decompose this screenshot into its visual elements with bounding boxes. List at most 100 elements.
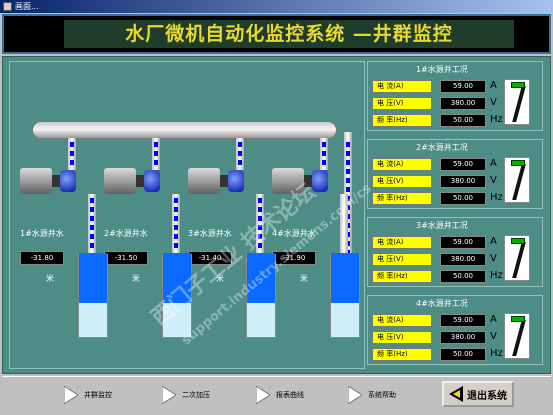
well-unit-2: 米 bbox=[132, 274, 140, 283]
app-icon bbox=[3, 2, 12, 11]
voltage-label: 电 压(V) bbox=[372, 175, 432, 188]
well-level-3: -31.40 bbox=[188, 251, 232, 265]
well-status-card-1: 1#水源井工况 电 流(A) 59.00 A 电 压(V) 380.00 V 频 率(H… bbox=[367, 61, 543, 131]
frequency-unit: Hz bbox=[490, 192, 503, 203]
well-label-3: 3#水源井水 bbox=[188, 229, 232, 238]
motor-icon bbox=[104, 168, 136, 194]
voltage-label: 电 压(V) bbox=[372, 331, 432, 344]
current-unit: A bbox=[490, 314, 497, 325]
pump-2[interactable] bbox=[104, 167, 164, 195]
well-pipe-4 bbox=[340, 194, 348, 254]
current-value: 59.00 bbox=[440, 236, 486, 249]
nav-label: 二次加压 bbox=[182, 391, 210, 399]
current-label: 电 流(A) bbox=[372, 158, 432, 171]
arrow-left-icon bbox=[449, 386, 463, 402]
pump-1[interactable] bbox=[20, 167, 80, 195]
flow-indicator-2 bbox=[154, 142, 158, 168]
well-unit-3: 米 bbox=[216, 274, 224, 283]
frequency-value: 50.00 bbox=[440, 348, 486, 361]
switch-handle-icon bbox=[511, 316, 525, 322]
well-tank-4 bbox=[330, 253, 360, 338]
page-title-box: 水厂微机自动化监控系统 —井群监控 bbox=[64, 20, 514, 48]
pump-head-icon bbox=[144, 170, 160, 192]
voltage-value: 380.00 bbox=[440, 331, 486, 344]
nav-report-curve-button[interactable]: 报表曲线 bbox=[256, 382, 304, 408]
pump-switch-4[interactable] bbox=[504, 313, 530, 359]
flow-indicator-outlet bbox=[346, 142, 350, 292]
voltage-unit: V bbox=[490, 331, 497, 342]
nav-system-help-button[interactable]: 系统帮助 bbox=[348, 382, 396, 408]
frequency-unit: Hz bbox=[490, 270, 503, 281]
frequency-unit: Hz bbox=[490, 348, 503, 359]
pipeline-diagram: 1#水源井水 2#水源井水 3#水源井水 4#水源井水 -31.80 -31.5… bbox=[9, 61, 365, 369]
flow-indicator-4 bbox=[322, 142, 326, 168]
frequency-label: 频 率(Hz) bbox=[372, 192, 432, 205]
motor-icon bbox=[272, 168, 304, 194]
pump-4[interactable] bbox=[272, 167, 332, 195]
arrow-right-icon bbox=[64, 386, 78, 404]
page-header: 水厂微机自动化监控系统 —井群监控 bbox=[2, 14, 551, 54]
well-level-2: -31.50 bbox=[104, 251, 148, 265]
voltage-value: 380.00 bbox=[440, 253, 486, 266]
nav-label: 报表曲线 bbox=[276, 391, 304, 399]
voltage-unit: V bbox=[490, 97, 497, 108]
frequency-value: 50.00 bbox=[440, 114, 486, 127]
pump-switch-1[interactable] bbox=[504, 79, 530, 125]
well-level-1: -31.80 bbox=[20, 251, 64, 265]
current-value: 59.00 bbox=[440, 80, 486, 93]
nav-label: 系统帮助 bbox=[368, 391, 396, 399]
pump-head-icon bbox=[312, 170, 328, 192]
well-unit-4: 米 bbox=[300, 274, 308, 283]
well-tank-2 bbox=[162, 253, 192, 338]
card-title: 1#水源井工况 bbox=[416, 65, 468, 74]
flow-indicator-1 bbox=[70, 142, 74, 168]
nav-well-monitor-button[interactable]: 井群监控 bbox=[64, 382, 112, 408]
well-label-4: 4#水源井水 bbox=[272, 229, 316, 238]
switch-handle-icon bbox=[511, 160, 525, 166]
pump-switch-2[interactable] bbox=[504, 157, 530, 203]
page-title: 水厂微机自动化监控系统 —井群监控 bbox=[125, 23, 453, 45]
current-unit: A bbox=[490, 236, 497, 247]
frequency-label: 频 率(Hz) bbox=[372, 270, 432, 283]
main-pipe bbox=[32, 121, 337, 139]
switch-handle-icon bbox=[511, 238, 525, 244]
exit-system-button[interactable]: 退出系统 bbox=[442, 381, 514, 407]
flow-indicator-3 bbox=[238, 142, 242, 168]
current-unit: A bbox=[490, 80, 497, 91]
pump-3[interactable] bbox=[188, 167, 248, 195]
nav-secondary-pressure-button[interactable]: 二次加压 bbox=[162, 382, 210, 408]
well-level-4: -31.90 bbox=[272, 251, 316, 265]
voltage-label: 电 压(V) bbox=[372, 253, 432, 266]
current-value: 59.00 bbox=[440, 158, 486, 171]
frequency-label: 频 率(Hz) bbox=[372, 114, 432, 127]
window-title: 画面... bbox=[15, 2, 39, 11]
flow-indicator-well-1 bbox=[90, 198, 94, 250]
well-tank-1 bbox=[78, 253, 108, 338]
arrow-right-icon bbox=[256, 386, 270, 404]
nav-label: 井群监控 bbox=[84, 391, 112, 399]
card-title: 3#水源井工况 bbox=[416, 221, 468, 230]
well-label-1: 1#水源井水 bbox=[20, 229, 64, 238]
frequency-value: 50.00 bbox=[440, 270, 486, 283]
flow-indicator-well-3 bbox=[258, 198, 262, 250]
frequency-unit: Hz bbox=[490, 114, 503, 125]
current-value: 59.00 bbox=[440, 314, 486, 327]
exit-label: 退出系统 bbox=[467, 390, 507, 402]
pump-head-icon bbox=[228, 170, 244, 192]
arrow-right-icon bbox=[162, 386, 176, 404]
switch-handle-icon bbox=[511, 82, 525, 88]
main-panel: 1#水源井水 2#水源井水 3#水源井水 4#水源井水 -31.80 -31.5… bbox=[2, 56, 551, 374]
voltage-unit: V bbox=[490, 175, 497, 186]
voltage-value: 380.00 bbox=[440, 97, 486, 110]
current-label: 电 流(A) bbox=[372, 236, 432, 249]
title-bar: 画面... bbox=[0, 0, 553, 13]
pump-switch-3[interactable] bbox=[504, 235, 530, 281]
voltage-label: 电 压(V) bbox=[372, 97, 432, 110]
arrow-right-icon bbox=[348, 386, 362, 404]
current-label: 电 流(A) bbox=[372, 80, 432, 93]
voltage-value: 380.00 bbox=[440, 175, 486, 188]
